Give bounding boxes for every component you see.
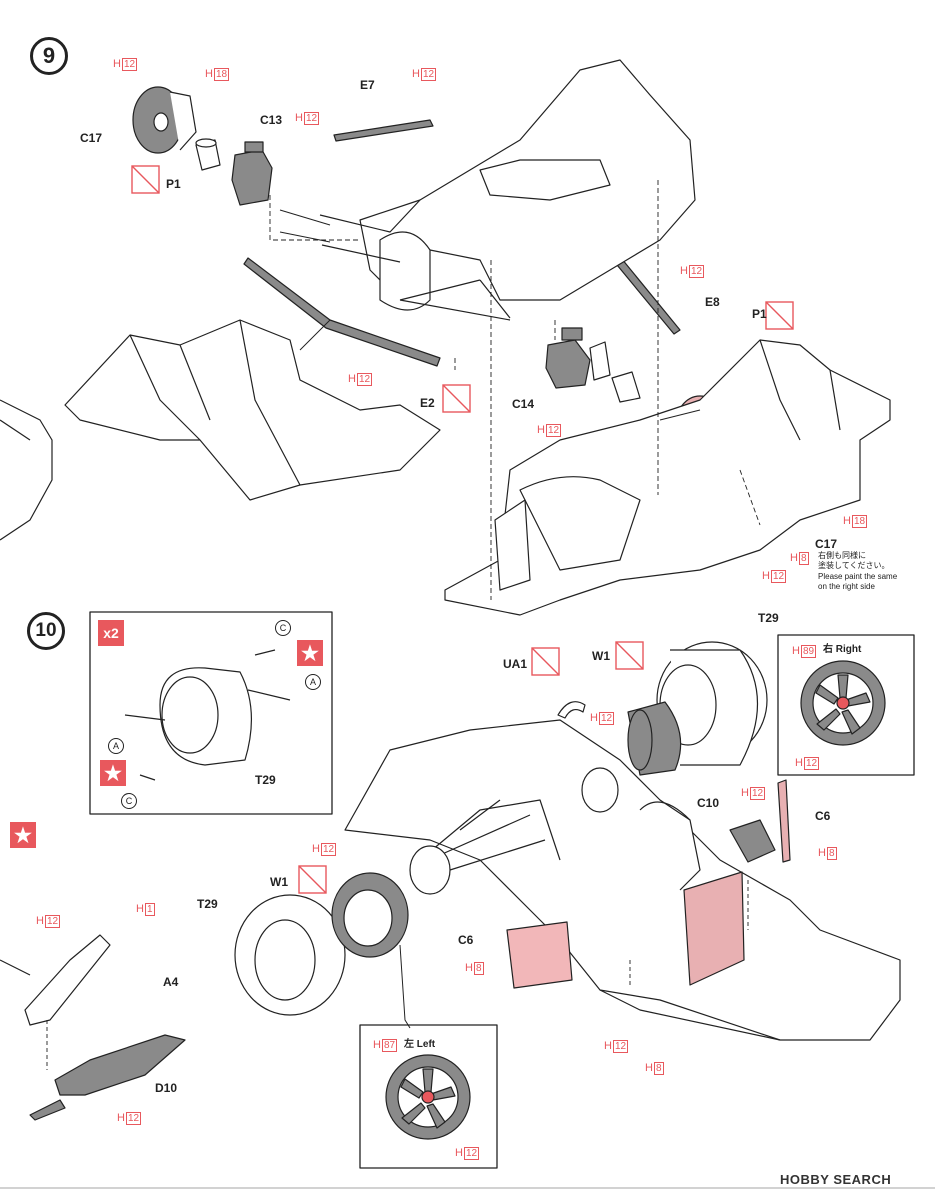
part-label-t29-inset: T29 bbox=[255, 773, 276, 787]
c13-upright bbox=[231, 149, 273, 206]
c6-left-pad bbox=[506, 921, 573, 989]
part-label-e8: E8 bbox=[705, 295, 720, 309]
ua1-clip bbox=[557, 701, 586, 719]
a4-part bbox=[24, 934, 111, 1026]
c6-right-strip bbox=[777, 779, 791, 863]
left-wheel-inset-frame bbox=[359, 1024, 498, 1169]
part-label-w1-right: W1 bbox=[592, 649, 610, 663]
p1-cylinder-right bbox=[611, 371, 641, 403]
right-wheel-label: 右 Right bbox=[823, 644, 862, 655]
front-wing bbox=[64, 319, 441, 501]
tire-inset-frame bbox=[89, 611, 333, 815]
previous-assembly-edge bbox=[0, 399, 53, 541]
part-label-c14: C14 bbox=[512, 397, 535, 411]
part-label-a4: A4 bbox=[163, 975, 179, 989]
part-label-c17-top: C17 bbox=[80, 131, 103, 145]
c14-upright bbox=[545, 339, 591, 389]
part-label-d10: D10 bbox=[155, 1081, 178, 1095]
e7-rod bbox=[333, 119, 434, 142]
note-right-side-jp: 右側も同様に 塗装してください。 bbox=[818, 551, 890, 570]
part-label-ua1: UA1 bbox=[503, 657, 528, 671]
part-label-e2: E2 bbox=[420, 396, 435, 410]
marker-c-bottom: C bbox=[121, 793, 137, 809]
marker-a-left: A bbox=[108, 738, 124, 754]
star-badge-left-edge: ★ bbox=[10, 822, 36, 848]
part-label-p1-top: P1 bbox=[166, 177, 181, 191]
note-right-side-en: Please paint the same on the right side bbox=[818, 572, 898, 591]
no-paint-icons bbox=[131, 165, 794, 894]
part-label-c17-right: C17 bbox=[815, 537, 838, 551]
part-label-t29-right: T29 bbox=[758, 611, 779, 625]
part-label-t29-left: T29 bbox=[197, 897, 218, 911]
part-label-c6-right: C6 bbox=[815, 809, 831, 823]
part-label-e7: E7 bbox=[360, 78, 375, 92]
star-badge-bottom: ★ bbox=[100, 760, 126, 786]
part-label-p1-right: P1 bbox=[752, 307, 767, 321]
marker-c-top: C bbox=[275, 620, 291, 636]
step-number-9: 9 bbox=[30, 37, 68, 75]
part-label-c10: C10 bbox=[697, 796, 720, 810]
part-label-c13: C13 bbox=[260, 113, 283, 127]
part-label-w1-left: W1 bbox=[270, 875, 288, 889]
engine-cover-red bbox=[683, 871, 745, 986]
right-wheel-inset-frame bbox=[777, 634, 915, 776]
step-number-10: 10 bbox=[27, 612, 65, 650]
left-wheel-label: 左 Left bbox=[404, 1039, 436, 1050]
star-badge-top: ★ bbox=[297, 640, 323, 666]
part-label-c6-left: C6 bbox=[458, 933, 474, 947]
chassis-floor bbox=[444, 339, 891, 616]
c10-part bbox=[729, 819, 776, 863]
hobby-search-watermark: HOBBY SEARCH bbox=[780, 1172, 892, 1187]
d10-part bbox=[54, 1034, 186, 1096]
quantity-x2-badge: x2 bbox=[98, 620, 124, 646]
front-wishbones bbox=[319, 199, 511, 321]
marker-a-right: A bbox=[305, 674, 321, 690]
